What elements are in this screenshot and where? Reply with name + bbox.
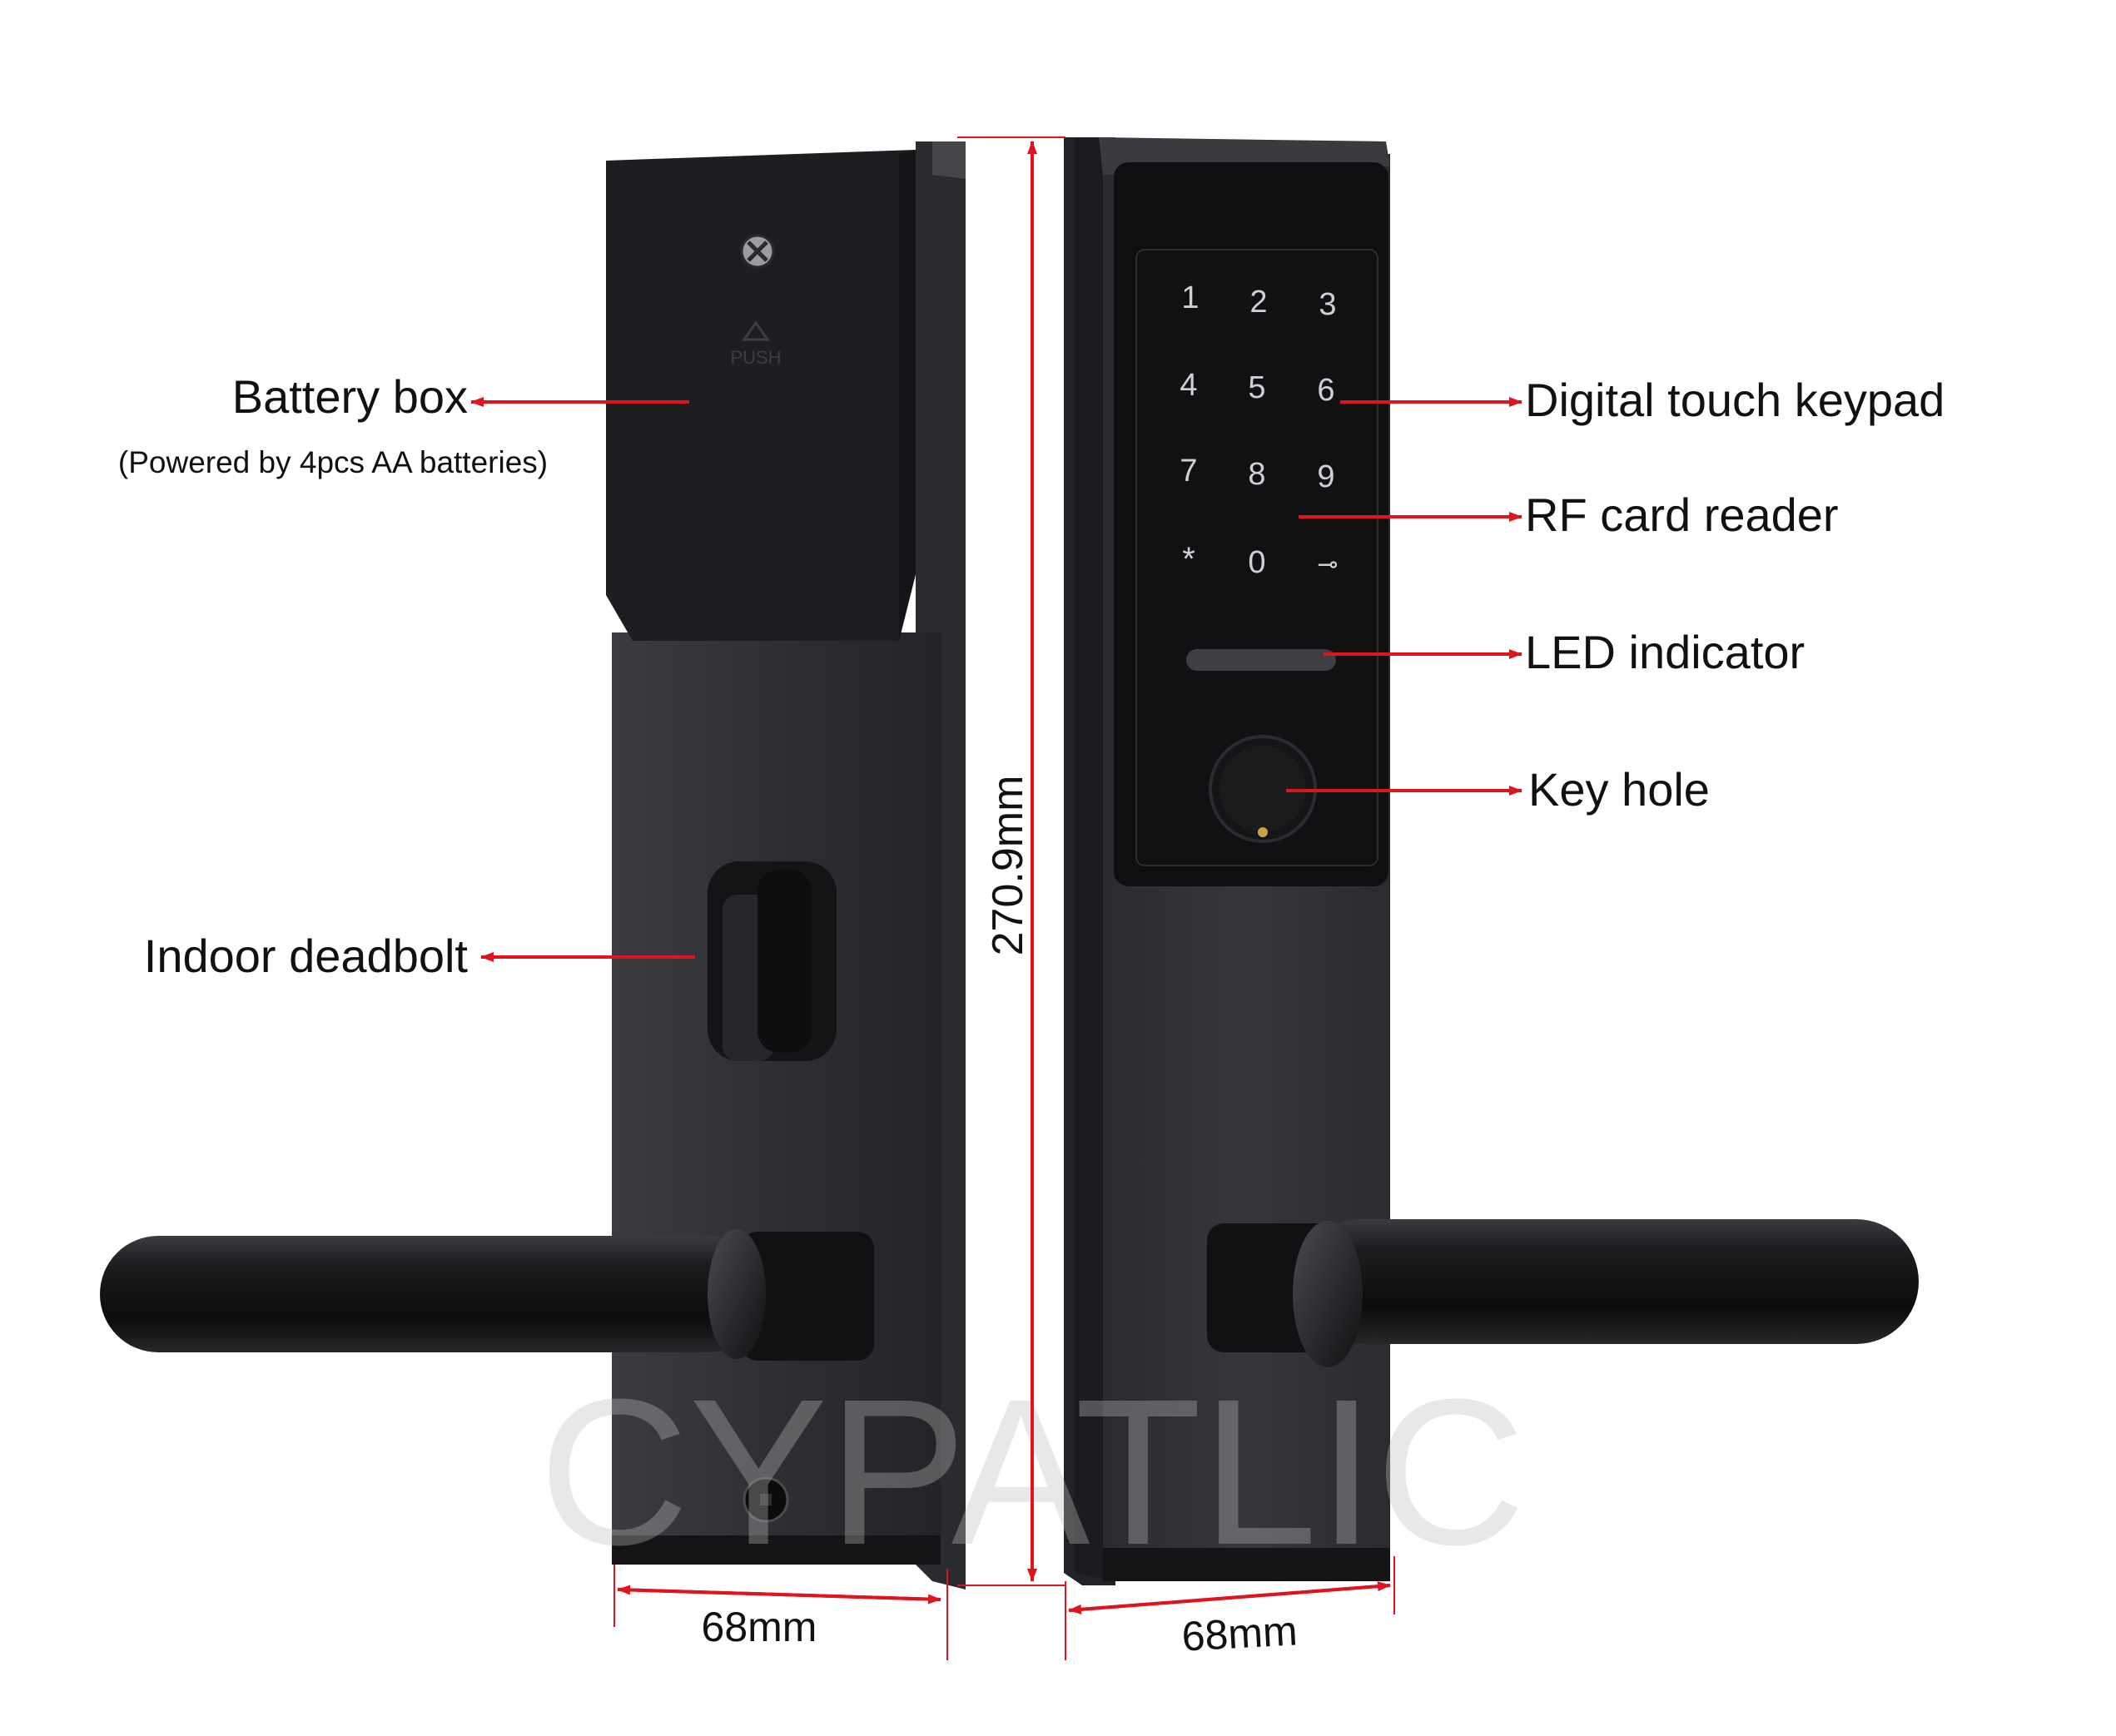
outdoor-handle [1207,1219,1919,1367]
indoor-deadbolt-label: Indoor deadbolt [144,930,469,982]
keypad-key-6[interactable]: 6 [1317,373,1334,408]
keypad-key-1[interactable]: 1 [1181,280,1199,315]
led-indicator-strip [1186,649,1336,671]
keypad-key-5[interactable]: 5 [1248,370,1265,405]
keypad-key-3[interactable]: 3 [1319,287,1336,322]
dimension-width-left: 68mm [613,1565,948,1660]
width-left-label: 68mm [702,1604,817,1650]
rf-reader-label: RF card reader [1525,489,1839,541]
push-triangle-icon [742,320,770,341]
led-indicator-label: LED indicator [1525,626,1805,678]
keypad-key-2[interactable]: 2 [1249,285,1267,320]
keypad-panel: 1 2 3 4 5 6 7 8 9 * 0 ⊸ [1114,162,1388,886]
push-label: PUSH [730,347,781,368]
keypad-key-8[interactable]: 8 [1248,457,1265,492]
dimension-width-right: 68mm [1065,1556,1395,1660]
keypad-key-0[interactable]: 0 [1248,545,1265,580]
indoor-deadbolt-knob [708,861,837,1061]
battery-note-label: (Powered by 4pcs AA batteries) [118,445,548,479]
key-hole-label: Key hole [1528,763,1710,816]
battery-box-label: Battery box [232,370,468,423]
keypad-key-star[interactable]: * [1182,541,1195,578]
indoor-lock-body: PUSH [100,141,966,1590]
keypad-key-9[interactable]: 9 [1317,459,1334,494]
keypad-key-4[interactable]: 4 [1180,368,1197,403]
battery-cover: PUSH [606,150,916,641]
width-right-label: 68mm [1180,1607,1299,1659]
indoor-handle [100,1229,874,1361]
keypad-key-7[interactable]: 7 [1180,454,1197,489]
keypad-key-unlock-icon[interactable]: ⊸ [1317,550,1338,579]
height-dimension-label: 270.9mm [984,776,1032,956]
outdoor-lock-body: 1 2 3 4 5 6 7 8 9 * 0 ⊸ [1064,137,1919,1585]
keypad-label: Digital touch keypad [1525,374,1945,426]
dimension-height: 270.9mm [957,136,1065,1586]
